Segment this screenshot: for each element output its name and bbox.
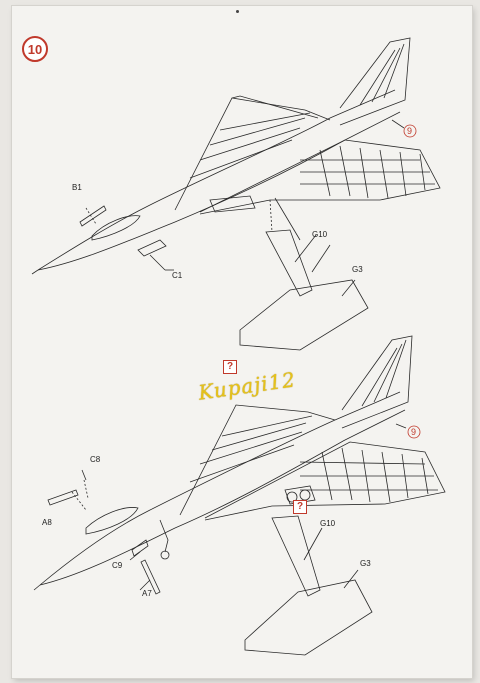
label-g10-bottom: G10 [320, 519, 336, 528]
label-c9: C9 [112, 561, 123, 570]
label-g3-bottom: G3 [360, 559, 371, 568]
label-a8: A8 [42, 518, 52, 527]
instruction-sheet [12, 6, 472, 678]
label-a7: A7 [142, 589, 152, 598]
callout-decal-top: 9 [407, 126, 412, 136]
step-number-badge: 10 [22, 36, 48, 62]
aircraft-top [31, 37, 441, 351]
unknown-part-marker: ? [223, 360, 237, 374]
label-c8: C8 [90, 455, 101, 464]
label-c1: C1 [172, 271, 183, 280]
label-g10-top: G10 [312, 230, 328, 239]
unknown-part-marker: ? [293, 500, 307, 514]
binder-hole [236, 10, 239, 13]
callout-decal-bottom: 9 [411, 427, 416, 437]
label-b1: B1 [72, 183, 82, 192]
aircraft-bottom [33, 335, 446, 656]
label-g3-top: G3 [352, 265, 363, 274]
